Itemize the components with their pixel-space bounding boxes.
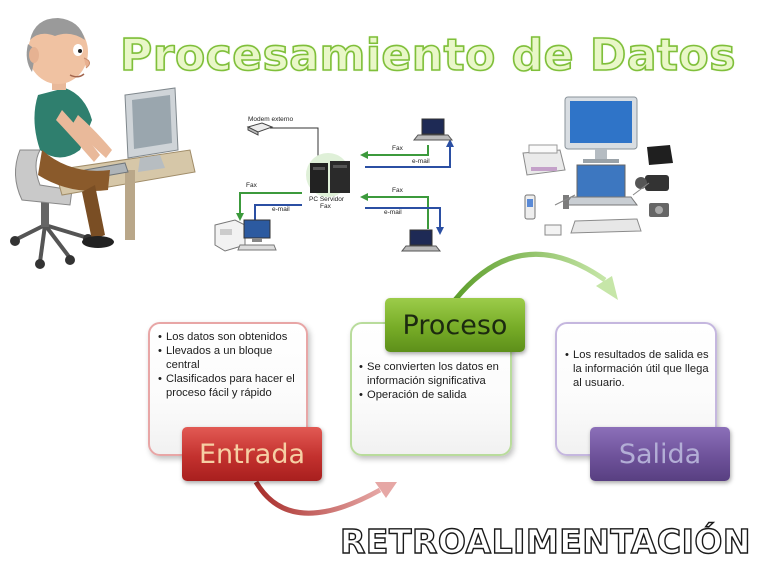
phone-icon bbox=[524, 194, 536, 220]
fax-label-left: Fax bbox=[246, 182, 257, 189]
keyboard-icon bbox=[570, 218, 642, 234]
computer-peripherals-illustration bbox=[522, 96, 673, 236]
page-title: Procesamiento de Datos bbox=[119, 29, 736, 82]
entrada-label: Entrada bbox=[182, 427, 322, 481]
salida-label: Salida bbox=[590, 427, 730, 481]
email-line-bottom bbox=[365, 207, 441, 229]
video-camera-icon bbox=[635, 175, 669, 191]
email-label-bottom: e-mail bbox=[384, 209, 402, 216]
laptop-icon bbox=[400, 229, 442, 252]
bullet-item: Llevados a un bloque central bbox=[158, 344, 304, 372]
fax-line-bottom bbox=[365, 196, 429, 229]
email-line-top bbox=[365, 145, 451, 168]
bullet-item: Clasificados para hacer el proceso fácil… bbox=[158, 372, 304, 400]
feedback-label: RETROALIMENTACIÓN bbox=[339, 521, 752, 561]
modem-link bbox=[270, 127, 319, 161]
server-label-line2: Fax bbox=[320, 203, 331, 210]
bullet-item: Se convierten los datos en información s… bbox=[359, 360, 509, 388]
entrada-bullets: Los datos son obtenidos Llevados a un bl… bbox=[158, 330, 304, 400]
fax-line-left bbox=[239, 192, 302, 215]
usb-drive-icon bbox=[563, 195, 569, 209]
bullet-item: Los resultados de salida es la informaci… bbox=[565, 348, 711, 390]
proceso-label: Proceso bbox=[385, 298, 525, 352]
modem-label: Modem externo bbox=[248, 116, 294, 123]
server-icon bbox=[306, 153, 350, 197]
bullet-item: Los datos son obtenidos bbox=[158, 330, 304, 344]
speaker-icon bbox=[544, 224, 562, 236]
laptop-icon bbox=[564, 164, 638, 206]
arrow-proceso-to-salida bbox=[453, 251, 607, 302]
network-diagram bbox=[214, 118, 454, 252]
arrow-head-red bbox=[375, 482, 397, 498]
camera-icon bbox=[649, 203, 669, 217]
office-chair-icon bbox=[10, 149, 93, 269]
laptop-icon bbox=[412, 118, 454, 141]
email-label-top: e-mail bbox=[412, 158, 430, 165]
proceso-bullets: Se convierten los datos en información s… bbox=[359, 360, 509, 402]
email-label-left: e-mail bbox=[272, 206, 290, 213]
modem-icon bbox=[246, 122, 274, 136]
server-label-line1: PC Servidor bbox=[309, 196, 345, 203]
email-line-left bbox=[254, 204, 302, 223]
person-at-computer-illustration bbox=[10, 18, 196, 269]
person-figure bbox=[26, 18, 114, 248]
arrow-head-green bbox=[596, 276, 618, 300]
fax-label-top: Fax bbox=[392, 145, 403, 152]
printer-icon bbox=[522, 144, 566, 176]
arrow-entrada-to-proceso bbox=[253, 480, 382, 516]
scanner-icon bbox=[647, 145, 673, 165]
monitor-icon bbox=[564, 96, 638, 163]
desktop-computer-icon bbox=[237, 219, 277, 251]
salida-bullets: Los resultados de salida es la informaci… bbox=[565, 348, 711, 390]
computer-monitor-icon bbox=[124, 87, 179, 172]
fax-line-top bbox=[365, 145, 429, 156]
bullet-item: Operación de salida bbox=[359, 388, 509, 402]
fax-label-bottom: Fax bbox=[392, 187, 403, 194]
